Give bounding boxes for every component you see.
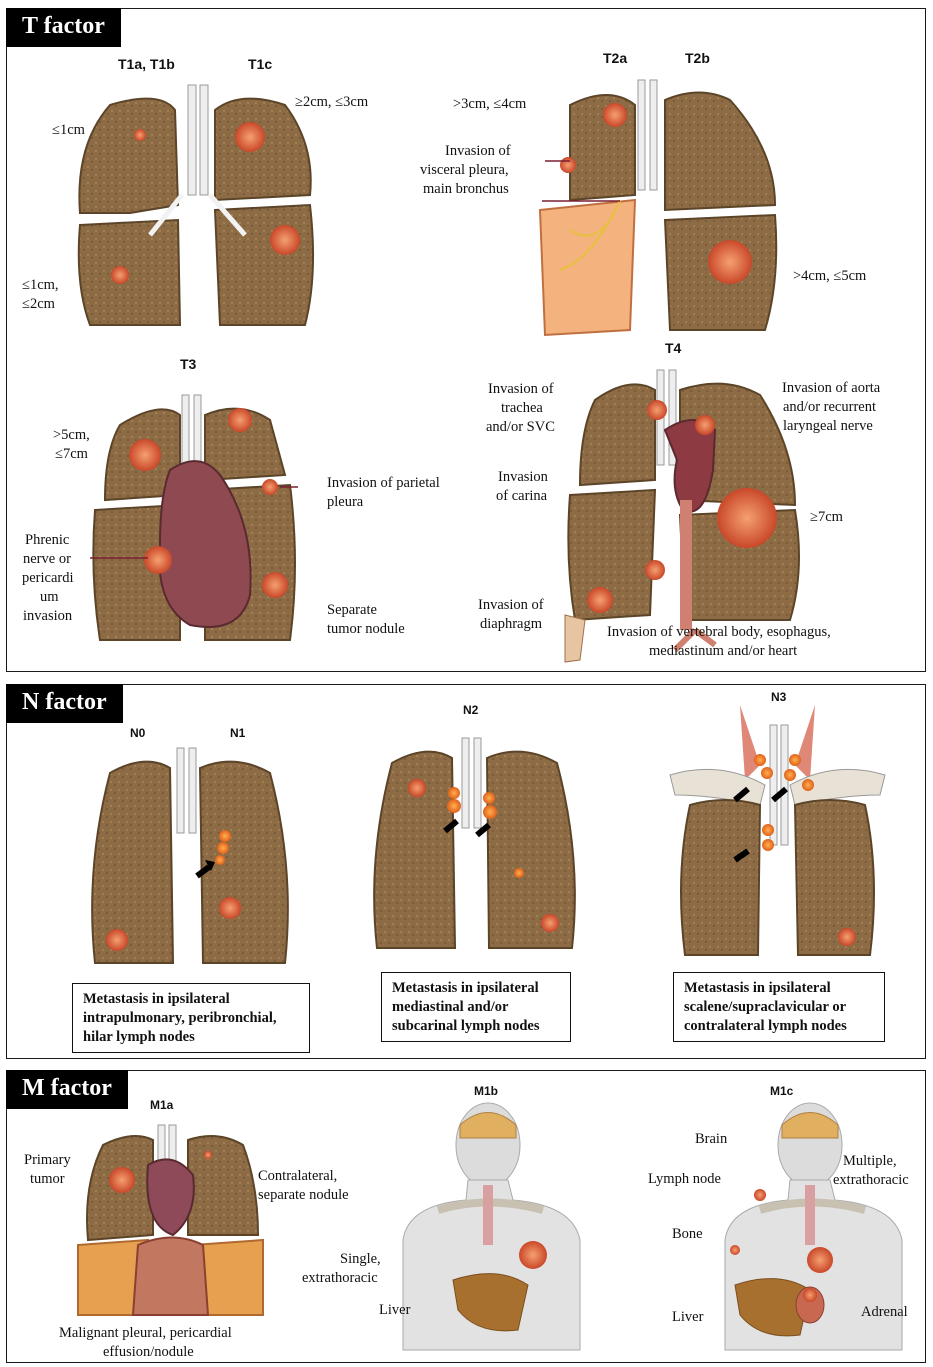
contra-label-1: Contralateral, [258, 1167, 337, 1186]
brain-label: Brain [695, 1130, 727, 1149]
t-factor-title: T factor [6, 8, 121, 47]
n1-lungs-illustration [85, 748, 295, 973]
t3-size-label-1: >5cm, [53, 426, 90, 445]
n0-code: N0 [130, 726, 145, 740]
m1c-code: M1c [770, 1084, 793, 1098]
m1a-lungs-illustration [78, 1125, 268, 1320]
t4-carina-label-1: Invasion [498, 468, 548, 487]
t3-phrenic-label-5: invasion [23, 607, 72, 626]
t3-phrenic-label-1: Phrenic [25, 531, 69, 550]
t4-carina-label-2: of carina [496, 487, 547, 506]
multiple-label-1: Multiple, [843, 1152, 897, 1171]
t2-lungs-illustration [540, 80, 780, 340]
liver-c-label: Liver [672, 1308, 703, 1327]
n2-lungs-illustration [367, 738, 582, 963]
malignant-label-1: Malignant pleural, pericardial [59, 1324, 232, 1343]
n1-box-line-1: Metastasis in ipsilateral [83, 990, 299, 1009]
t4-diaphragm-label-2: diaphragm [480, 615, 542, 634]
bone-label: Bone [672, 1225, 703, 1244]
t1-small-label: ≤1cm [52, 121, 85, 140]
n3-box-line-1: Metastasis in ipsilateral [684, 979, 874, 998]
m1b-body-illustration [398, 1100, 583, 1350]
n1-description-box: Metastasis in ipsilateral intrapulmonary… [72, 983, 310, 1053]
contra-label-2: separate nodule [258, 1186, 349, 1205]
m1b-code: M1b [474, 1084, 498, 1098]
t1-lungs-illustration [70, 85, 320, 335]
n1-code: N1 [230, 726, 245, 740]
t3-phrenic-label-3: pericardi [22, 569, 74, 588]
primary-label-1: Primary [24, 1151, 71, 1170]
t3-code: T3 [180, 356, 196, 372]
t4-code: T4 [665, 340, 681, 356]
t2a-size-label: >3cm, ≤4cm [453, 95, 526, 114]
t1ab-code: T1a, T1b [118, 56, 175, 72]
t4-vertebral-label-2: mediastinum and/or heart [649, 642, 797, 661]
t3-size-label-2: ≤7cm [55, 445, 88, 464]
t4-trachea-label-1: Invasion of [488, 380, 554, 399]
n3-box-line-2: scalene/supraclavicular or [684, 998, 874, 1017]
n-factor-title: N factor [6, 684, 123, 723]
malignant-label-2: effusion/nodule [103, 1343, 194, 1362]
t2b-size-label: >4cm, ≤5cm [793, 267, 866, 286]
n2-code: N2 [463, 703, 478, 717]
n2-box-line-3: subcarinal lymph nodes [392, 1017, 560, 1036]
n3-code: N3 [771, 690, 786, 704]
single-label-2: extrathoracic [302, 1269, 378, 1288]
t2b-code: T2b [685, 50, 710, 66]
t3-lungs-illustration [90, 395, 310, 650]
t3-phrenic-label-2: nerve or [23, 550, 71, 569]
liver-b-label: Liver [379, 1301, 410, 1320]
t4-size-label: ≥7cm [810, 508, 843, 527]
t4-trachea-label-3: and/or SVC [486, 418, 555, 437]
adrenal-label: Adrenal [861, 1303, 908, 1322]
t1-mid-label-2: ≤2cm [22, 295, 55, 314]
t3-parietal-label-2: pleura [327, 493, 363, 512]
t4-lungs-illustration [565, 370, 805, 665]
primary-label-2: tumor [30, 1170, 65, 1189]
m-factor-title: M factor [6, 1070, 128, 1109]
n2-box-line-2: mediastinal and/or [392, 998, 560, 1017]
t4-trachea-label-2: trachea [501, 399, 543, 418]
n3-lungs-illustration [660, 705, 895, 965]
t4-diaphragm-label-1: Invasion of [478, 596, 544, 615]
t4-aorta-label-2: and/or recurrent [783, 398, 876, 417]
single-label-1: Single, [340, 1250, 381, 1269]
t3-phrenic-label-4: um [40, 588, 59, 607]
n1-box-line-3: hilar lymph nodes [83, 1028, 299, 1047]
m1a-code: M1a [150, 1098, 173, 1112]
n1-box-line-2: intrapulmonary, peribronchial, [83, 1009, 299, 1028]
t1c-code: T1c [248, 56, 272, 72]
t3-parietal-label-1: Invasion of parietal [327, 474, 440, 493]
lymph-node-label: Lymph node [648, 1170, 721, 1189]
t1c-size-label: ≥2cm, ≤3cm [295, 93, 368, 112]
t4-aorta-label-1: Invasion of aorta [782, 379, 880, 398]
n3-box-line-3: contralateral lymph nodes [684, 1017, 874, 1036]
t2-invasion-label-1: Invasion of [445, 142, 511, 161]
multiple-label-2: extrathoracic [833, 1171, 909, 1190]
t2-invasion-label-2: visceral pleura, [420, 161, 509, 180]
t1-mid-label-1: ≤1cm, [22, 276, 59, 295]
n2-description-box: Metastasis in ipsilateral mediastinal an… [381, 972, 571, 1042]
n3-description-box: Metastasis in ipsilateral scalene/suprac… [673, 972, 885, 1042]
t2-invasion-label-3: main bronchus [423, 180, 509, 199]
t4-vertebral-label-1: Invasion of vertebral body, esophagus, [607, 623, 831, 642]
n2-box-line-1: Metastasis in ipsilateral [392, 979, 560, 998]
t4-aorta-label-3: laryngeal nerve [783, 417, 873, 436]
t3-separate-label-1: Separate [327, 601, 377, 620]
t3-separate-label-2: tumor nodule [327, 620, 405, 639]
t2a-code: T2a [603, 50, 627, 66]
